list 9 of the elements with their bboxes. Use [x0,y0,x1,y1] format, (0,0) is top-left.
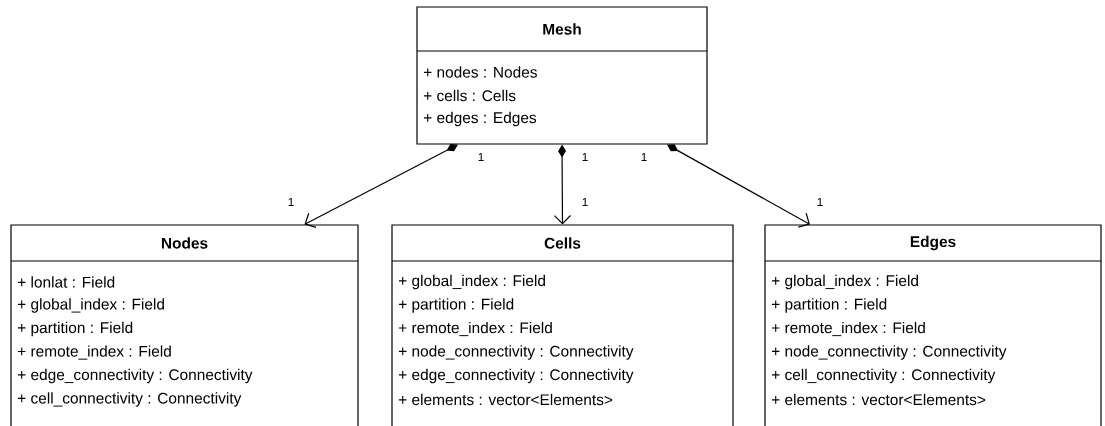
multiplicity-label: 1 [582,198,588,206]
class-box: Nodes + lonlat : Field + global_index : Field + partition : Field + remote_index : Field + edge_connectivity : Connectivity + cell_connectivity : Connectivity [10,224,359,426]
class-box: Mesh + nodes : Nodes + cells : Cells + edges : Edges [416,6,708,145]
class-box: Cells + global_index : Field + partition : Field + remote_index : Field + node_connectivity : Connectivity + edge_connectivity : Connectivity + elements : vector<Elements> [391,224,734,426]
class-box: Edges + global_index : Field + partition : Field + remote_index : Field + node_connectivity : Connectivity + cell_connectivity : Connectivity + elements : vector<Elements> [764,224,1102,426]
composition-arrow [667,144,810,228]
multiplicity-label: 1 [288,198,294,206]
composition-arrow [304,144,458,228]
multiplicity-label: 1 [817,198,823,206]
